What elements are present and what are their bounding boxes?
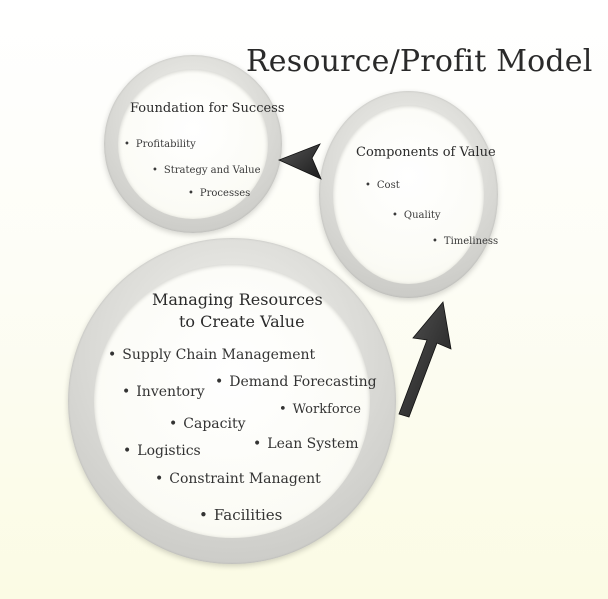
diagram-title: Resource/Profit Model <box>246 44 593 79</box>
components-circle <box>319 91 498 298</box>
components-item-cost: Cost <box>365 180 400 191</box>
components-item-quality: Quality <box>392 210 441 221</box>
managing-circle-inner <box>94 264 370 538</box>
components-item-timeliness: Timeliness <box>432 236 498 247</box>
components-heading: Components of Value <box>356 145 496 160</box>
up-arrow-icon <box>398 301 452 418</box>
managing-item-lean-system: Lean System <box>253 436 358 452</box>
managing-item-constraint: Constraint Managent <box>155 471 321 487</box>
managing-item-supply-chain: Supply Chain Management <box>108 347 315 363</box>
managing-item-inventory: Inventory <box>122 384 204 400</box>
managing-heading-line2: to Create Value <box>179 312 305 331</box>
foundation-item-strategy: Strategy and Value <box>152 165 261 176</box>
managing-item-capacity: Capacity <box>169 416 245 432</box>
components-circle-inner <box>333 105 484 284</box>
managing-item-facilities: Facilities <box>199 506 283 524</box>
foundation-heading: Foundation for Success <box>130 101 285 116</box>
foundation-item-profitability: Profitability <box>124 139 196 150</box>
managing-item-logistics: Logistics <box>123 443 200 459</box>
managing-heading-line1: Managing Resources <box>152 290 323 309</box>
left-arrow-icon <box>277 143 322 180</box>
foundation-item-processes: Processes <box>188 188 250 199</box>
managing-item-workforce: Workforce <box>279 402 361 417</box>
managing-item-demand-forecasting: Demand Forecasting <box>215 374 376 390</box>
